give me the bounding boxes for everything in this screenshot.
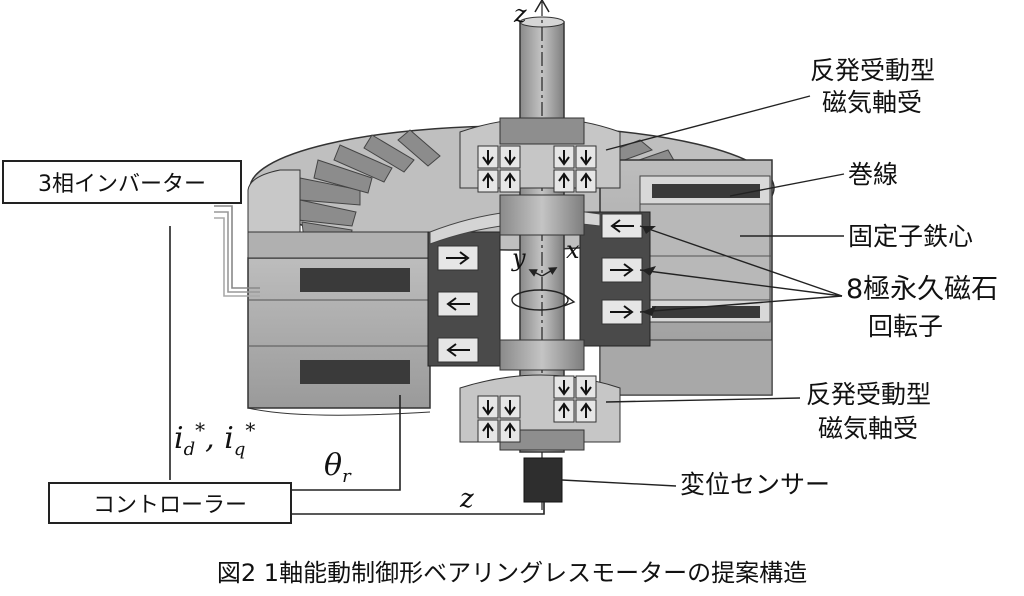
magnetization-arrow-icon xyxy=(610,219,634,233)
magnetization-arrow-icon xyxy=(558,172,570,188)
magnetization-arrow-icon xyxy=(580,150,592,166)
magnetization-arrow-icon xyxy=(446,251,470,265)
magnetization-arrow-icon xyxy=(482,422,494,438)
rotation-indicator xyxy=(511,267,576,311)
magnetization-arrow-icon xyxy=(482,400,494,416)
leader-lines xyxy=(561,95,845,487)
magnetization-arrow-icon xyxy=(446,343,470,357)
y-axis-label: y xyxy=(512,244,526,272)
figure-caption: 図2 1軸能動制御形ベアリングレスモーターの提案構造 xyxy=(216,559,808,587)
magnetization-arrow-icon xyxy=(504,150,516,166)
theta-label: θr xyxy=(324,448,351,487)
label-winding: 巻線 xyxy=(848,160,899,189)
magnetization-arrow-icon xyxy=(482,172,494,188)
z-signal-label: z xyxy=(460,484,474,514)
inverter-box: 3相インバーター xyxy=(2,160,242,204)
magnetization-arrow-icon xyxy=(580,172,592,188)
magnetization-arrow-icon xyxy=(580,380,592,396)
leader-arrowheads xyxy=(642,226,656,316)
wiring xyxy=(169,205,545,515)
magnetization-arrow-icon xyxy=(558,380,570,396)
magnet-blocks xyxy=(437,145,643,443)
magnetization-arrow-icon xyxy=(446,297,470,311)
displacement-sensor xyxy=(523,457,563,503)
magnetization-arrow-icon xyxy=(504,422,516,438)
x-axis-label: x xyxy=(566,236,580,264)
current-refs-label: id*, iq* xyxy=(174,418,256,460)
stator-left-section xyxy=(247,169,431,416)
label-bottom-bearing-2: 磁気軸受 xyxy=(818,414,919,443)
magnetization-arrow-icon xyxy=(504,172,516,188)
magnetization-arrow-icon xyxy=(504,400,516,416)
magnetization-arrow-icon xyxy=(580,402,592,418)
magnet-block xyxy=(437,245,479,271)
label-magnet-rotor-1: 8極永久磁石 xyxy=(846,274,999,305)
magnetization-arrow-icon xyxy=(558,402,570,418)
magnetization-arrow-icon xyxy=(482,150,494,166)
controller-box: コントローラー xyxy=(48,482,292,524)
magnetization-arrow-icon xyxy=(558,150,570,166)
label-stator-core: 固定子鉄心 xyxy=(848,222,974,251)
z-axis-label: z xyxy=(514,0,527,28)
label-top-bearing-1: 反発受動型 xyxy=(810,56,936,85)
magnetization-arrow-icon xyxy=(610,305,634,319)
label-top-bearing-2: 磁気軸受 xyxy=(822,88,923,117)
label-sensor: 変位センサー xyxy=(680,470,831,499)
label-bottom-bearing-1: 反発受動型 xyxy=(806,380,932,409)
z-axis-arrow-icon xyxy=(534,0,550,13)
label-magnet-rotor-2: 回転子 xyxy=(868,312,944,341)
magnetization-arrow-icon xyxy=(610,263,634,277)
